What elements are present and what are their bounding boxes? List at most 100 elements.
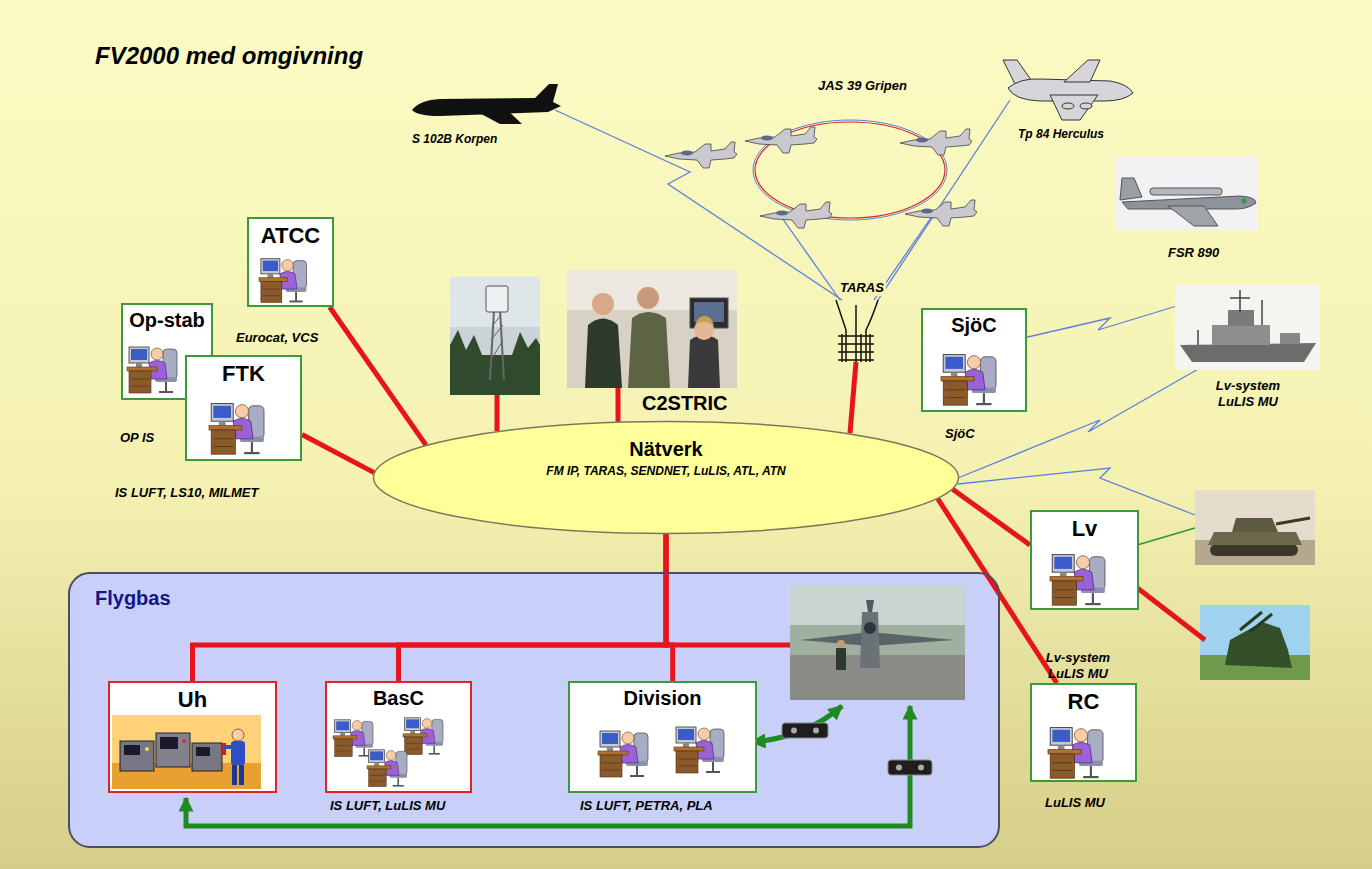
- system-caption: LuLIS MU: [1045, 795, 1105, 811]
- drawing-part: [838, 336, 874, 360]
- drawing-part: [676, 751, 698, 773]
- drawing-part: [1052, 555, 1074, 573]
- drawing-part: [780, 215, 840, 300]
- base-panel: FlygbasUhBasCIS LUFT, LuLIS MUDivisionIS…: [68, 572, 1000, 848]
- drawing-part: [232, 765, 237, 785]
- network-link: [330, 307, 426, 445]
- data-cartridge: [888, 760, 932, 775]
- drawing-part: [333, 720, 373, 757]
- drawing-part: [386, 751, 396, 761]
- system-caption: OP IS: [120, 430, 154, 446]
- aircraft-photo: [790, 585, 965, 700]
- drawing-part: [1080, 103, 1092, 109]
- drawing-part: [967, 356, 980, 369]
- drawing-part: [131, 386, 149, 387]
- drawing-part: [1052, 770, 1072, 771]
- drawing-part: [295, 292, 297, 302]
- drawing-part: [676, 727, 696, 743]
- drawing-part: [602, 733, 618, 744]
- system-box: Uh: [108, 681, 277, 793]
- drawing-part: [945, 389, 965, 390]
- drawing-part: [1062, 103, 1074, 109]
- drawing-part: [790, 585, 965, 700]
- drawing-part: [1195, 490, 1315, 565]
- drawing-part: [124, 745, 140, 755]
- air-defence-image: [1200, 605, 1310, 680]
- drawing-part: [406, 743, 420, 744]
- system-box: FTKIS LUFT, LS10, MILMET: [185, 355, 302, 461]
- drawing-part: [1120, 178, 1142, 200]
- drawing-part: [129, 347, 149, 363]
- drawing-part: [945, 357, 963, 369]
- drawing-part: [1054, 589, 1074, 590]
- gripen-aircraft: [665, 127, 977, 228]
- system-box: LvLv-system LuLIS MU: [1030, 510, 1139, 610]
- hercules-aircraft: [1003, 60, 1133, 120]
- system-box: DivisionIS LUFT, PETRA, PLA: [568, 681, 757, 793]
- aircraft-label: S 102B Korpen: [412, 132, 497, 146]
- drawing-part: [1060, 572, 1067, 576]
- drawing-part: [712, 762, 714, 772]
- system-caption: Lv-system LuLIS MU: [1033, 650, 1123, 681]
- drawing-part: [666, 643, 790, 648]
- network-link: [666, 534, 673, 681]
- drawing-part: [370, 775, 384, 776]
- drawing-part: [866, 600, 874, 612]
- node-heading: Uh: [110, 687, 275, 712]
- drawing-part: [674, 727, 724, 773]
- drawing-part: [983, 393, 985, 404]
- drawing-part: [665, 142, 737, 168]
- drawing-part: [112, 715, 261, 789]
- drawing-part: [678, 759, 696, 760]
- network-link: [302, 435, 374, 473]
- drawing-part: [186, 706, 910, 826]
- drawing-part: [1074, 729, 1087, 742]
- drawing-part: [941, 355, 996, 406]
- fsr890-aircraft: [1115, 157, 1258, 230]
- radar-photo: [450, 277, 540, 395]
- drawing-part: [239, 765, 244, 785]
- drawing-part: [1083, 776, 1098, 778]
- drawing-part: [213, 446, 233, 447]
- drawing-part: [369, 769, 387, 787]
- aircraft-label: TARAS: [838, 280, 886, 296]
- drawing-part: [450, 277, 540, 327]
- drawing-part: [1198, 290, 1262, 345]
- drawing-part: [359, 755, 370, 757]
- drawing-part: [678, 766, 696, 767]
- drawing-part: [160, 737, 178, 749]
- drawing-part: [1240, 612, 1272, 632]
- drawing-part: [335, 739, 353, 757]
- drawing-part: [598, 731, 648, 777]
- drawing-part: [945, 397, 965, 398]
- drawing-part: [219, 421, 226, 425]
- system-caption: IS LUFT, LS10, MILMET: [115, 485, 258, 501]
- drawing-part: [182, 739, 186, 743]
- drawing-part: [602, 763, 620, 764]
- drawing-part: [470, 108, 522, 124]
- drawing-part: [1054, 557, 1072, 569]
- drawing-part: [263, 289, 280, 290]
- drawing-part: [600, 731, 620, 747]
- drawing-part: [1092, 593, 1094, 604]
- drawing-part: [1225, 622, 1292, 668]
- drawing-part: [450, 330, 540, 395]
- drawing-part: [1015, 305, 1180, 340]
- drawing-part: [1280, 333, 1300, 344]
- drawing-part: [943, 355, 965, 373]
- network-ellipse: NätverkFM IP, TARAS, SENDNET, LuLIS, ATL…: [372, 420, 960, 535]
- system-caption: SjöC: [945, 426, 975, 442]
- system-box: RCLuLIS MU: [1030, 683, 1137, 782]
- drawing-part: [209, 404, 264, 455]
- drawing-part: [782, 723, 828, 738]
- drawing-part: [363, 748, 365, 756]
- drawing-part: [490, 310, 504, 380]
- drawing-part: [878, 100, 1010, 300]
- network-link: [399, 534, 667, 681]
- drawing-part: [1212, 325, 1270, 345]
- drawing-part: [600, 755, 622, 777]
- drawing-part: [888, 760, 932, 775]
- system-box: BasCIS LUFT, LuLIS MU: [325, 681, 472, 793]
- drawing-part: [1232, 518, 1278, 532]
